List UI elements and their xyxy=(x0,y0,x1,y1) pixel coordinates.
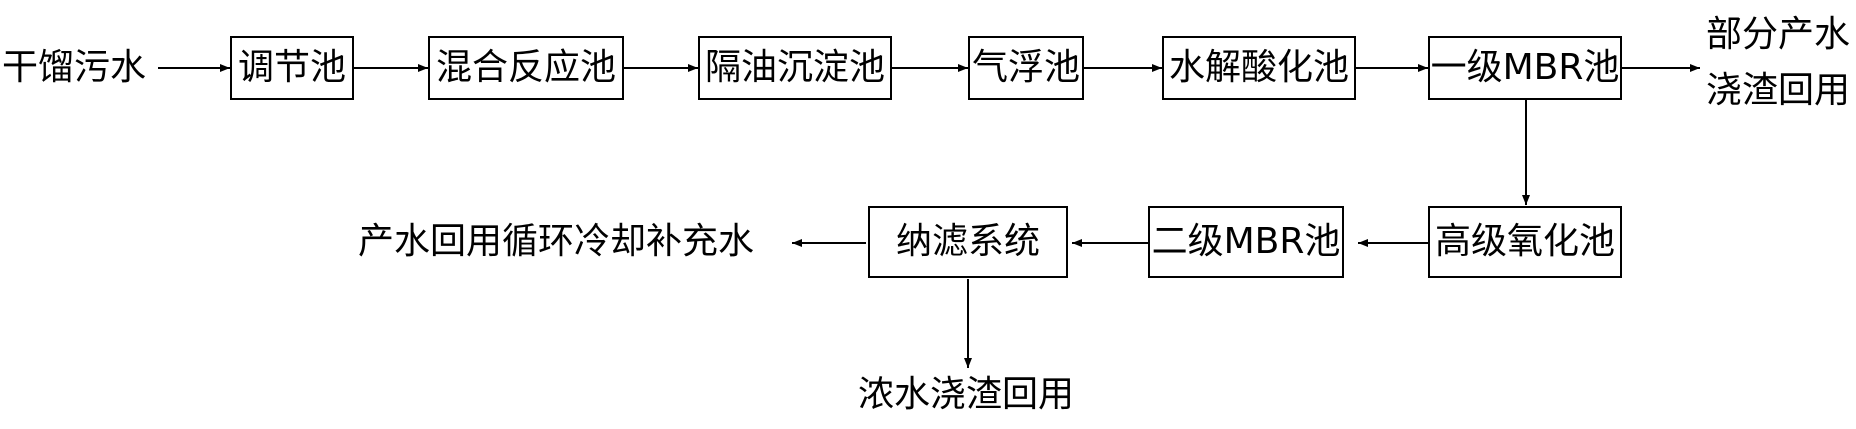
step-oxidation-box: 高级氧化池 xyxy=(1428,206,1622,278)
step-nanofiltration-box: 纳滤系统 xyxy=(868,206,1068,278)
step-mbr2-box: 二级MBR池 xyxy=(1148,206,1344,278)
input-label: 干馏污水 xyxy=(2,47,147,88)
output-bottom-label: 浓水浇渣回用 xyxy=(858,374,1075,415)
step-qifu-box: 气浮池 xyxy=(968,36,1084,100)
output-top-line2: 浇渣回用 xyxy=(1706,70,1851,111)
output-top-line1: 部分产水 xyxy=(1706,14,1851,55)
step-geyou-box: 隔油沉淀池 xyxy=(698,36,892,100)
step-hunhe-box: 混合反应池 xyxy=(428,36,624,100)
step-mbr1-box: 一级MBR池 xyxy=(1428,36,1622,100)
step-shuijie-box: 水解酸化池 xyxy=(1162,36,1356,100)
output-bottom-left-label: 产水回用循环冷却补充水 xyxy=(358,221,755,262)
step-tiaojie-box: 调节池 xyxy=(230,36,354,100)
